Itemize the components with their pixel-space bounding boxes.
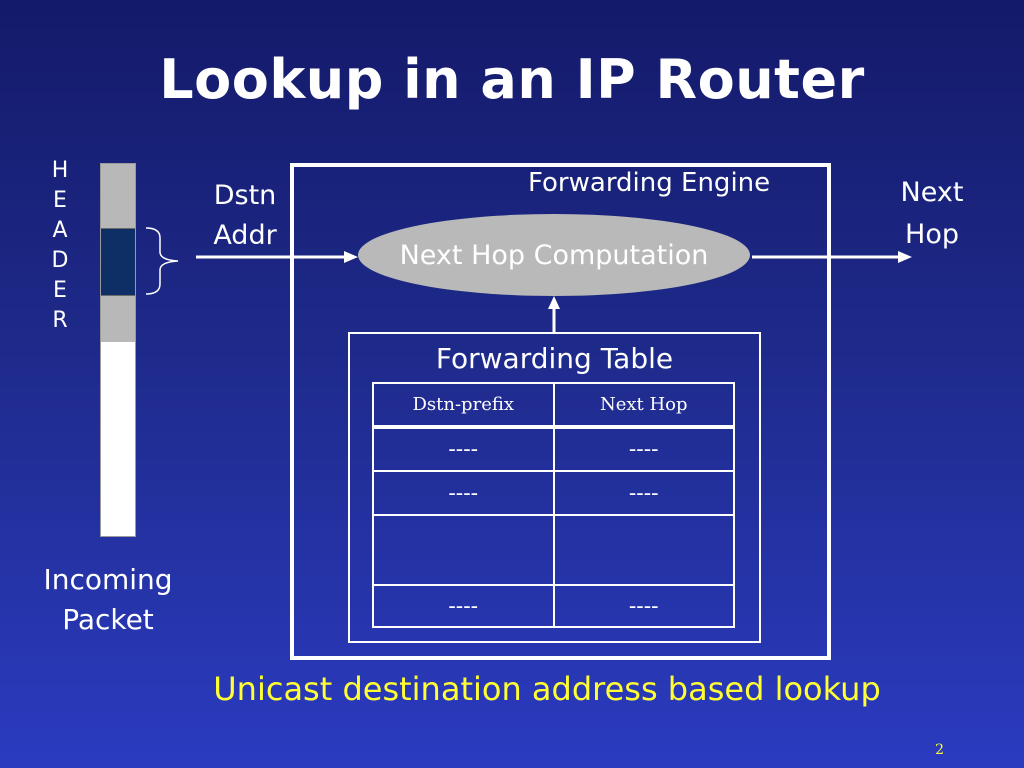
column-header-next-hop: Next Hop — [552, 382, 735, 428]
dstn-addr-line1: Dstn — [213, 180, 277, 211]
table-cell: ---- — [372, 425, 555, 472]
packet-destination-field — [101, 228, 135, 296]
table-cell — [552, 514, 735, 586]
next-hop-computation-label: Next Hop Computation — [399, 239, 709, 271]
header-vertical-label: H E A D E R — [48, 156, 72, 336]
column-header-dstn-prefix: Dstn-prefix — [372, 382, 555, 428]
next-hop-arrowhead — [898, 251, 912, 263]
header-letter: R — [52, 308, 68, 333]
slide-caption: Unicast destination address based lookup — [213, 670, 881, 708]
next-hop-line1: Next — [900, 177, 964, 208]
header-letter: A — [52, 218, 68, 243]
table-cell: ---- — [372, 584, 555, 628]
dstn-addr-line2: Addr — [213, 220, 277, 251]
incoming-label-line1: Incoming — [43, 563, 173, 596]
table-header-row: Dstn-prefix Next Hop — [372, 382, 735, 428]
next-hop-computation-node: Next Hop Computation — [358, 214, 750, 296]
forwarding-table: Dstn-prefix Next Hop ---- ---- ---- ----… — [372, 382, 735, 628]
table-cell — [372, 514, 555, 586]
incoming-packet-label: Incoming Packet — [28, 560, 188, 640]
table-row — [372, 514, 735, 586]
table-to-computation-arrowhead — [548, 296, 560, 309]
header-letter: D — [51, 248, 69, 273]
incoming-packet — [100, 163, 136, 537]
table-row: ---- ---- — [372, 470, 735, 516]
header-letter: E — [53, 278, 67, 303]
forwarding-table-title: Forwarding Table — [435, 342, 674, 375]
next-hop-line2: Hop — [905, 219, 959, 250]
header-brace-icon — [145, 227, 179, 295]
forwarding-engine-label: Forwarding Engine — [528, 168, 771, 198]
forwarding-engine-box — [290, 163, 831, 660]
packet-header-segment — [101, 296, 135, 342]
dstn-addr-label: Dstn Addr — [190, 176, 300, 256]
page-number: 2 — [935, 742, 944, 758]
table-row: ---- ---- — [372, 425, 735, 472]
slide-title: Lookup in an IP Router — [159, 48, 865, 111]
forwarding-table-box — [348, 332, 761, 643]
table-cell: ---- — [372, 470, 555, 516]
table-row: ---- ---- — [372, 584, 735, 628]
dstn-addr-arrowhead — [344, 251, 358, 263]
next-hop-output-label: Next Hop — [880, 172, 984, 256]
table-cell: ---- — [552, 425, 735, 472]
packet-header-segment — [101, 164, 135, 228]
table-cell: ---- — [552, 470, 735, 516]
incoming-label-line2: Packet — [62, 603, 154, 636]
header-letter: H — [51, 158, 69, 183]
header-letter: E — [53, 188, 67, 213]
table-cell: ---- — [552, 584, 735, 628]
